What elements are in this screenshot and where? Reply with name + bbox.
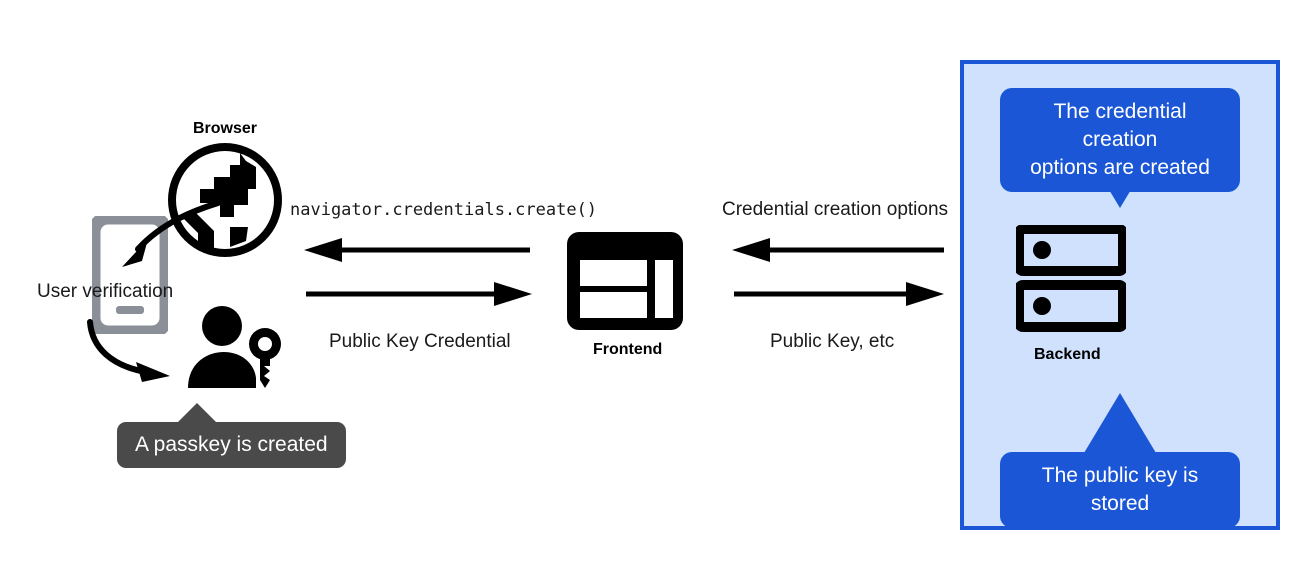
server-rack-icon (1016, 225, 1126, 335)
passkey-created-tooltip: A passkey is created (117, 422, 346, 468)
passkey-tooltip-tail (175, 403, 219, 425)
phone-to-user-arrow (80, 318, 210, 388)
credential-options-arrow-left (728, 238, 948, 262)
user-verification-label: User verification (37, 281, 174, 302)
smartphone-icon (92, 216, 168, 334)
public-key-stored-callout-line1: The public key is (1041, 464, 1199, 487)
credential-options-callout-line2: options are created (1030, 156, 1210, 179)
public-key-credential-label: Public Key Credential (329, 331, 511, 352)
credential-options-callout-line1: The credential creation (1053, 100, 1187, 151)
credentials-create-arrow-left (300, 238, 536, 262)
public-key-stored-callout-line2: stored (1090, 492, 1150, 515)
credential-options-callout: The credential creation options are crea… (1000, 88, 1240, 192)
browser-label: Browser (193, 120, 258, 137)
public-key-stored-callout-tail (1084, 393, 1156, 453)
credential-creation-options-label: Credential creation options (722, 199, 949, 220)
public-key-credential-arrow-right (300, 282, 536, 306)
person-with-key-icon (186, 306, 290, 390)
layout-window-icon (567, 232, 683, 330)
public-key-etc-arrow-right (728, 282, 948, 306)
globe-icon (168, 143, 282, 257)
browser-to-phone-arrow (100, 195, 230, 275)
public-key-etc-label: Public Key, etc (770, 331, 895, 352)
backend-label: Backend (1034, 346, 1101, 363)
frontend-label: Frontend (593, 341, 663, 358)
public-key-stored-callout: The public key is stored (1000, 452, 1240, 528)
navigator-credentials-create-label: navigator.credentials.create() (290, 200, 598, 220)
